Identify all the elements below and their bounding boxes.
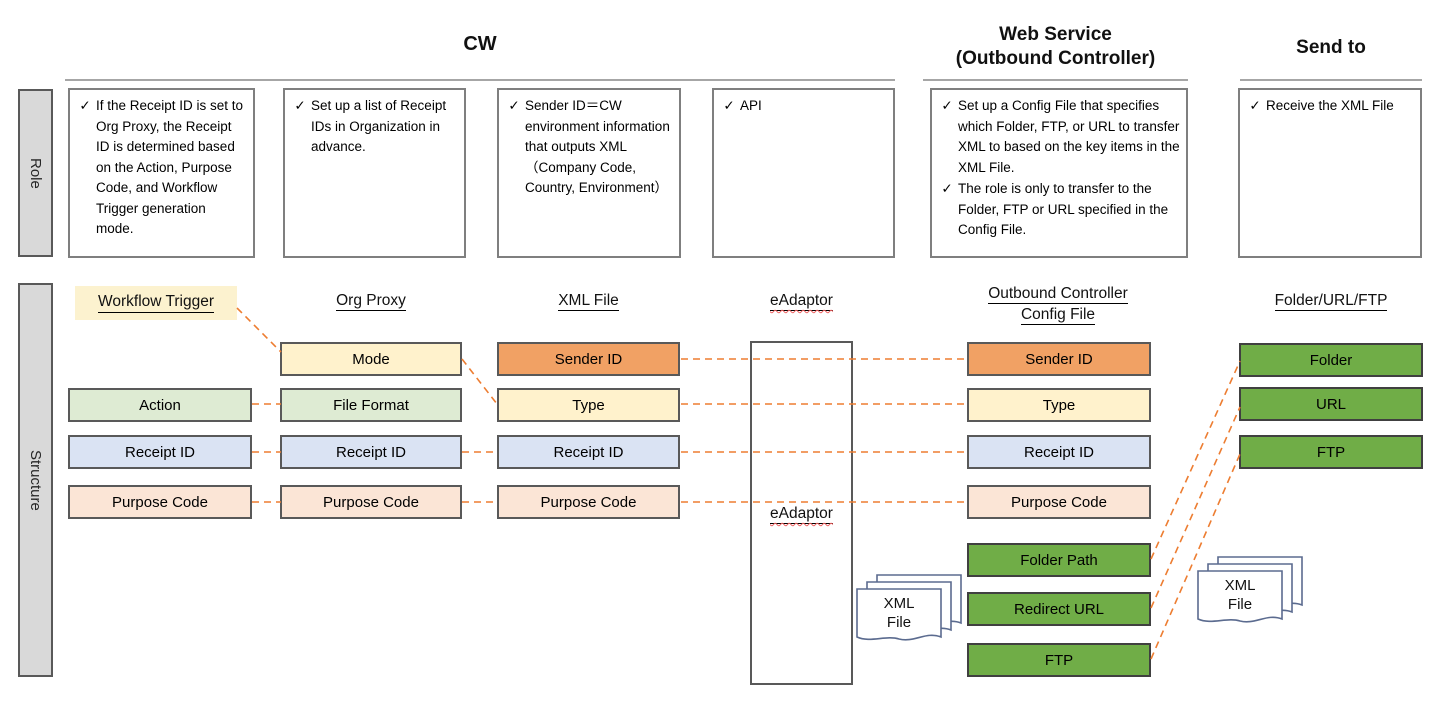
config-purpose-code-box: Purpose Code xyxy=(967,485,1151,519)
web-service-header-line1: Web Service xyxy=(999,24,1112,45)
role-box-org-proxy: ✓ Set up a list of Receipt IDs in Organi… xyxy=(283,88,466,258)
destination-ftp-box: FTP xyxy=(1239,435,1423,469)
xml-receipt-id-box: Receipt ID xyxy=(497,435,680,469)
web-service-header-line2: (Outbound Controller) xyxy=(955,47,1156,69)
destination-url-box: URL xyxy=(1239,387,1423,421)
role-text: The role is only to transfer to the Fold… xyxy=(958,181,1169,238)
config-ftp-box: FTP xyxy=(967,643,1151,677)
workflow-purpose-code-box: Purpose Code xyxy=(68,485,252,519)
xml-file-icon-label: XML File xyxy=(1224,577,1256,613)
role-box-xml-file: ✓ Sender ID＝CW environment information t… xyxy=(497,88,681,258)
destination-folder-box: Folder xyxy=(1239,343,1423,377)
org-proxy-purpose-code-box: Purpose Code xyxy=(280,485,462,519)
role-text: Set up a Config File that specifies whic… xyxy=(958,98,1180,175)
check-icon: ✓ xyxy=(508,98,520,113)
check-icon: ✓ xyxy=(723,98,735,113)
org-proxy-title: Org Proxy xyxy=(336,292,406,311)
org-proxy-receipt-id-box: Receipt ID xyxy=(280,435,462,469)
eadaptor-title: eAdaptor xyxy=(770,292,833,311)
connector-mode-to-type xyxy=(461,358,498,405)
xml-purpose-code-box: Purpose Code xyxy=(497,485,680,519)
org-proxy-file-format-box: File Format xyxy=(280,388,462,422)
workflow-action-box: Action xyxy=(68,388,252,422)
connector-ftp-to-ftp xyxy=(1150,453,1241,660)
role-box-workflow: ✓ If the Receipt ID is set to Org Proxy,… xyxy=(68,88,255,258)
check-icon: ✓ xyxy=(1249,98,1261,113)
config-folder-path-box: Folder Path xyxy=(967,543,1151,577)
web-service-section-divider xyxy=(923,79,1188,81)
workflow-trigger-title: Workflow Trigger xyxy=(75,286,237,320)
send-to-section-divider xyxy=(1240,79,1422,81)
config-type-box: Type xyxy=(967,388,1151,422)
xml-file-icon-label: XML File xyxy=(883,595,915,631)
folder-url-ftp-title: Folder/URL/FTP xyxy=(1274,292,1388,311)
web-service-section-header: Web Service (Outbound Controller) xyxy=(923,23,1188,71)
structure-row-label: Structure xyxy=(18,283,53,677)
workflow-receipt-id-box: Receipt ID xyxy=(68,435,252,469)
check-icon: ✓ xyxy=(79,98,91,113)
cw-section-header: CW xyxy=(463,33,497,55)
config-file-title: Outbound Controller Config File xyxy=(988,285,1128,326)
eadaptor-box: eAdaptor xyxy=(750,341,853,685)
org-proxy-mode-box: Mode xyxy=(280,342,462,376)
role-row-label: Role xyxy=(18,89,53,257)
role-text: Receive the XML File xyxy=(1266,98,1394,113)
check-icon: ✓ xyxy=(941,181,953,197)
xml-file-stack-icon: XML File xyxy=(856,574,964,650)
xml-type-box: Type xyxy=(497,388,680,422)
send-to-section-header: Send to xyxy=(1296,37,1366,58)
role-text: API xyxy=(740,98,762,113)
xml-file-title: XML File xyxy=(558,292,619,311)
config-receipt-id-box: Receipt ID xyxy=(967,435,1151,469)
role-text: If the Receipt ID is set to Org Proxy, t… xyxy=(96,98,244,237)
role-box-eadaptor: ✓ API xyxy=(712,88,895,258)
cw-section-divider xyxy=(65,79,895,81)
role-box-send-to: ✓ Receive the XML File xyxy=(1238,88,1422,258)
connector-workflow-trigger-to-mode xyxy=(236,307,282,353)
xml-sender-id-box: Sender ID xyxy=(497,342,680,376)
role-text: Set up a list of Receipt IDs in Organiza… xyxy=(311,98,447,155)
role-text: Sender ID＝CW environment information tha… xyxy=(525,98,670,196)
check-icon: ✓ xyxy=(941,98,953,113)
config-redirect-url-box: Redirect URL xyxy=(967,592,1151,626)
eadaptor-box-label: eAdaptor xyxy=(770,505,833,524)
connector-folder-path-to-folder xyxy=(1150,360,1241,560)
role-box-outbound-controller: ✓ Set up a Config File that specifies wh… xyxy=(930,88,1188,258)
check-icon: ✓ xyxy=(294,98,306,113)
connector-redirect-url-to-url xyxy=(1150,406,1241,609)
xml-file-stack-icon: XML File xyxy=(1197,556,1305,632)
config-sender-id-box: Sender ID xyxy=(967,342,1151,376)
